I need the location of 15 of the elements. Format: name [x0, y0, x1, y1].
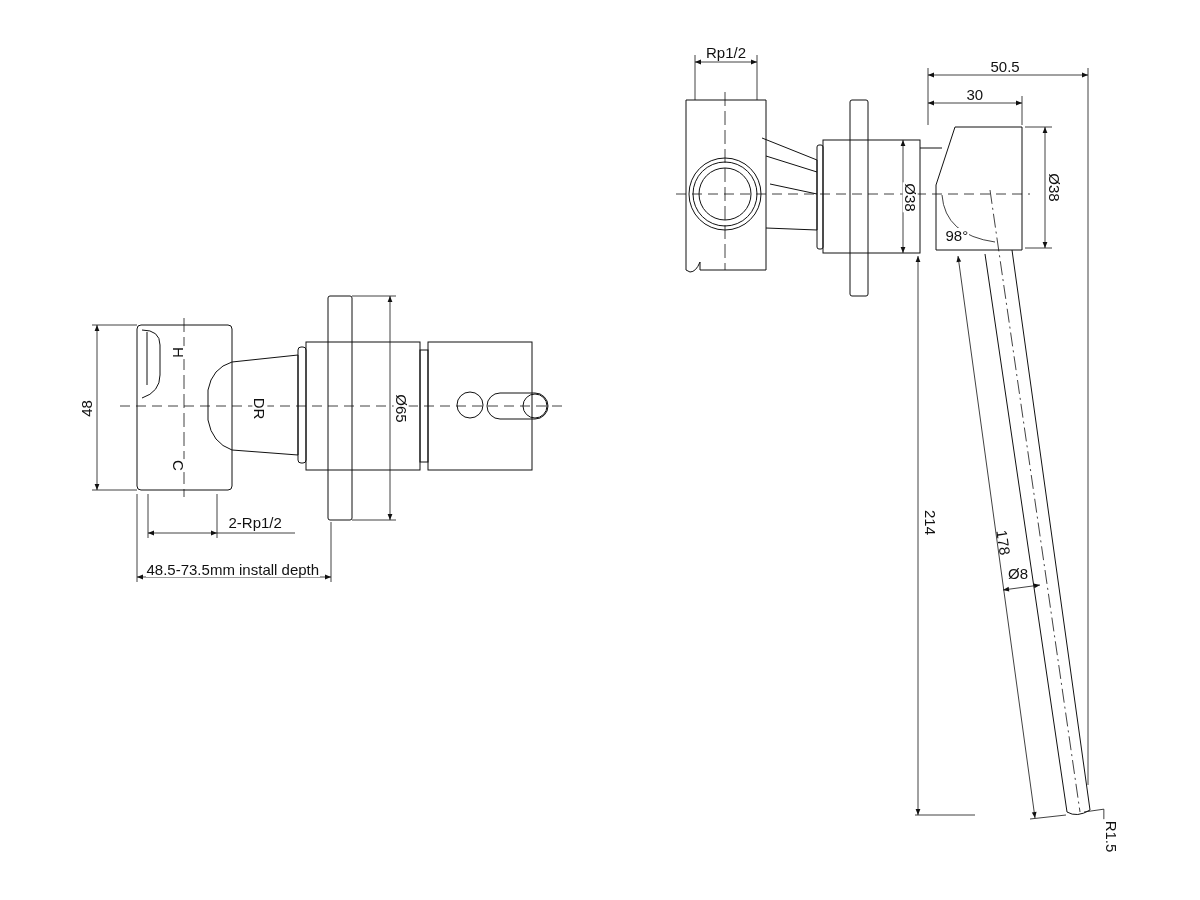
dimension-label: 2-Rp1/2	[227, 514, 283, 530]
dimension-label: 178	[993, 527, 1013, 557]
dimension-label: 214	[922, 508, 938, 536]
dimension-label: Ø38	[902, 181, 918, 213]
port-marking: DR	[252, 396, 268, 420]
spout-rod-drawing	[984, 249, 1091, 816]
port-marking: H	[170, 345, 186, 359]
dimension-label: Ø8	[1007, 565, 1029, 581]
port-marking: C	[170, 458, 186, 472]
install-depth-label: 48.5-73.5mm install depth	[145, 561, 321, 577]
dimension-label: Ø65	[393, 392, 409, 424]
dimension-label: Rp1/2	[705, 44, 748, 60]
leader-line	[1083, 808, 1105, 820]
dimension-label: Ø38	[1046, 171, 1062, 203]
dimension-label: 98°	[944, 227, 970, 243]
